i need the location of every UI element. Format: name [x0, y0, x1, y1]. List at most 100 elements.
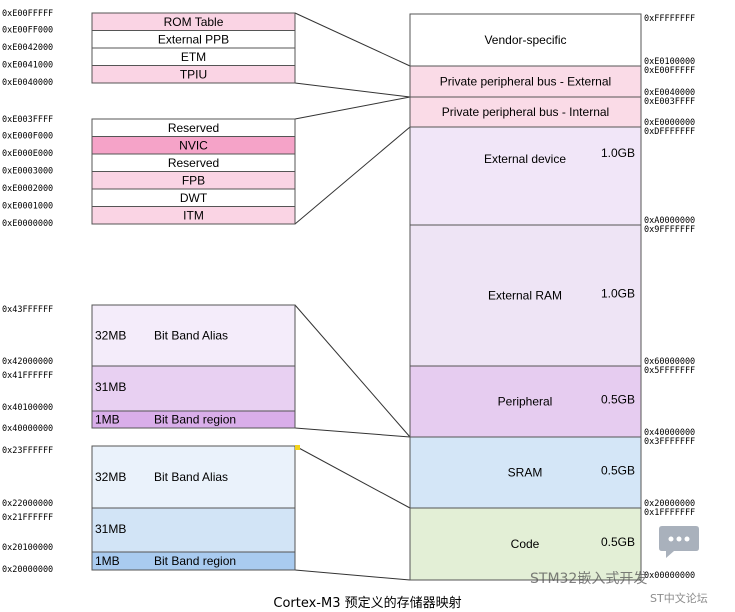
address-label: 0x41FFFFFF	[2, 371, 53, 381]
connector-line	[294, 569, 411, 581]
alias-label: Bit Band Alias	[154, 329, 228, 343]
region-size: 1MB	[95, 554, 120, 568]
address-top: 0x9FFFFFFF	[644, 225, 695, 235]
alias-size: 32MB	[95, 470, 126, 484]
address-top: 0xE00FFFFF	[644, 66, 695, 76]
region-label: Vendor-specific	[484, 33, 566, 47]
block-label: ETM	[181, 50, 206, 64]
block-tpiu	[91, 65, 296, 84]
bitband-alias-block	[91, 304, 296, 367]
connector-line	[294, 126, 411, 225]
connector-line	[294, 304, 411, 438]
bitband-gap-block	[91, 365, 296, 412]
region-size: 0.5GB	[601, 535, 635, 549]
bitband-alias-block	[91, 445, 296, 509]
address-top: 0x5FFFFFFF	[644, 366, 695, 376]
region-peripheral	[409, 365, 642, 438]
address-label: 0x23FFFFFF	[2, 446, 53, 456]
connector-line	[294, 427, 411, 438]
connector-line	[294, 82, 411, 98]
address-label: 0x21FFFFFF	[2, 513, 53, 523]
region-sram	[409, 436, 642, 509]
region-size: 1.0GB	[601, 287, 635, 301]
bitband-region-block	[91, 410, 296, 429]
address-label: 0x20000000	[2, 565, 53, 575]
figure-caption: Cortex-M3 预定义的存储器映射	[273, 596, 462, 611]
block-label: NVIC	[179, 138, 208, 152]
address-label: 0xE0041000	[2, 61, 53, 71]
region-external-ram	[409, 224, 642, 367]
region-size: 0.5GB	[601, 464, 635, 478]
region-label: Bit Band region	[154, 554, 236, 568]
address-bottom: 0xE0000000	[644, 118, 695, 128]
address-label: 0xE0000000	[2, 219, 53, 229]
block-itm	[91, 206, 296, 225]
region-label: Code	[511, 537, 540, 551]
connector-line	[294, 96, 411, 120]
watermark-subtitle: ST中文论坛	[650, 592, 708, 605]
address-label: 0x43FFFFFF	[2, 305, 53, 315]
address-label: 0xE0002000	[2, 184, 53, 194]
address-label: 0xE0003000	[2, 167, 53, 177]
chat-bubble-icon	[658, 524, 700, 560]
address-top: 0xE003FFFF	[2, 115, 53, 125]
address-bottom: 0xA0000000	[644, 216, 695, 226]
address-label: 0x40100000	[2, 403, 53, 413]
watermark: STM32嵌入式开发 ST中文论坛	[530, 524, 730, 605]
address-label: 0xE00FF000	[2, 26, 53, 36]
peripheral-bitband-detail: 32MB Bit Band Alias 31MB 1MB Bit Band region…	[2, 304, 296, 434]
region-label: Private peripheral bus - External	[440, 75, 611, 89]
address-label: 0xE0040000	[2, 78, 53, 88]
address-label: 0xE000E000	[2, 149, 53, 159]
gap-size: 31MB	[95, 380, 126, 394]
region-size: 1.0GB	[601, 146, 635, 160]
marker-dot	[295, 445, 300, 450]
address-top: 0xDFFFFFFF	[644, 127, 695, 137]
region-private-peripheral-bus-external	[409, 65, 642, 98]
cortex-m3-memory-map: Vendor-specific0xFFFFFFFF0xE0100000Priva…	[409, 13, 695, 581]
address-top: 0x3FFFFFFF	[644, 437, 695, 447]
address-top: 0x1FFFFFFF	[644, 508, 695, 518]
address-bottom: 0x20000000	[644, 499, 695, 509]
address-bottom: 0x60000000	[644, 357, 695, 367]
block-label: FPB	[182, 173, 205, 187]
block-label: External PPB	[158, 32, 229, 46]
address-top: 0xE00FFFFF	[2, 9, 53, 19]
region-label: External RAM	[488, 289, 562, 303]
address-label: 0xE0001000	[2, 202, 53, 212]
block-label: Reserved	[168, 121, 219, 135]
region-size: 1MB	[95, 413, 120, 427]
address-label: 0x22000000	[2, 499, 53, 509]
bitband-gap-block	[91, 507, 296, 553]
connector-line	[296, 446, 411, 509]
address-label: 0x42000000	[2, 357, 53, 367]
address-label: 0x20100000	[2, 543, 53, 553]
address-bottom: 0x00000000	[644, 571, 695, 581]
gap-size: 31MB	[95, 522, 126, 536]
address-label: 0xE0042000	[2, 43, 53, 53]
address-label: 0xE000F000	[2, 132, 53, 142]
region-external-device	[409, 126, 642, 226]
connector-lines	[294, 12, 411, 581]
block-label: Reserved	[168, 156, 219, 170]
block-label: DWT	[180, 191, 208, 205]
region-size: 0.5GB	[601, 393, 635, 407]
alias-size: 32MB	[95, 329, 126, 343]
sram-bitband-detail: 32MB Bit Band Alias 31MB 1MB Bit Band region…	[2, 445, 296, 575]
alias-label: Bit Band Alias	[154, 470, 228, 484]
address-label: 0x40000000	[2, 424, 53, 434]
region-code	[409, 507, 642, 581]
address-top: 0xFFFFFFFF	[644, 14, 695, 24]
region-label: Bit Band region	[154, 413, 236, 427]
bitband-region-block	[91, 551, 296, 571]
region-label: External device	[484, 152, 566, 166]
region-vendor-specific	[409, 13, 642, 67]
address-bottom: 0xE0040000	[644, 88, 695, 98]
connector-line	[294, 12, 411, 67]
region-label: Private peripheral bus - Internal	[442, 105, 609, 119]
block-label: TPIU	[180, 67, 207, 81]
block-label: ITM	[183, 208, 204, 222]
